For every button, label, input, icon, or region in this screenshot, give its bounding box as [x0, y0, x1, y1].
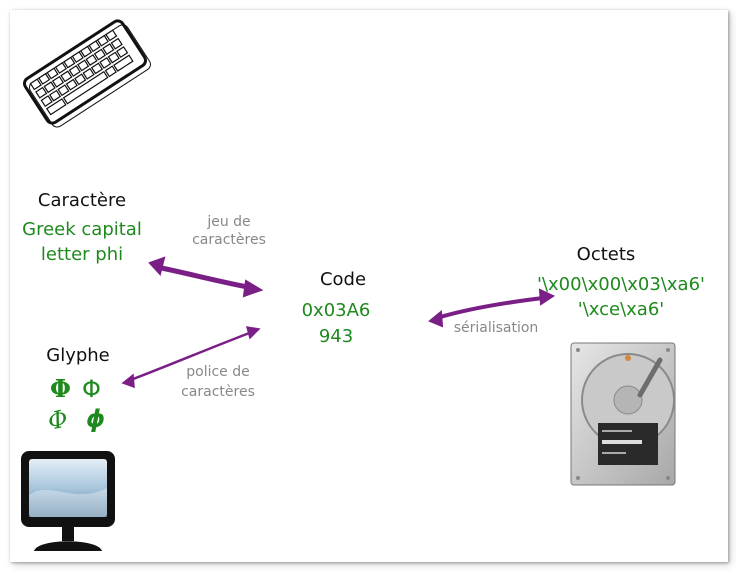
- serialisation-label: sérialisation: [453, 320, 539, 336]
- jeu-de-caracteres-arrow: [148, 256, 264, 298]
- keyboard-icon: [22, 19, 151, 128]
- code-dec: 943: [318, 326, 354, 347]
- octets-utf32: '\x00\x00\x03\xa6': [537, 274, 705, 295]
- caractere-name-line1: Greek capital: [22, 219, 142, 240]
- code-title: Code: [319, 269, 367, 290]
- jeu-de-label-line2: caractères: [192, 232, 266, 248]
- code-hex: 0x03A6: [301, 300, 371, 321]
- serialisation-arrow: [428, 288, 556, 328]
- caractere-name-line2: letter phi: [40, 244, 124, 265]
- glyphe-title: Glyphe: [46, 345, 110, 366]
- hard-drive-icon: [570, 342, 676, 486]
- glyph-bold-italic: ϕ: [86, 405, 106, 433]
- jeu-de-label-line1: jeu de: [207, 214, 251, 230]
- glyph-serif: Φ: [50, 374, 71, 403]
- caractere-title: Caractère: [37, 190, 127, 211]
- police-label-line1: police de: [186, 364, 250, 380]
- glyph-sans: Φ: [82, 375, 101, 403]
- police-de-caracteres-arrow: [121, 326, 261, 389]
- monitor-icon: [21, 451, 115, 551]
- octets-utf8: '\xce\xa6': [577, 299, 665, 320]
- octets-title: Octets: [576, 244, 636, 265]
- police-label-line2: caractères: [181, 384, 255, 400]
